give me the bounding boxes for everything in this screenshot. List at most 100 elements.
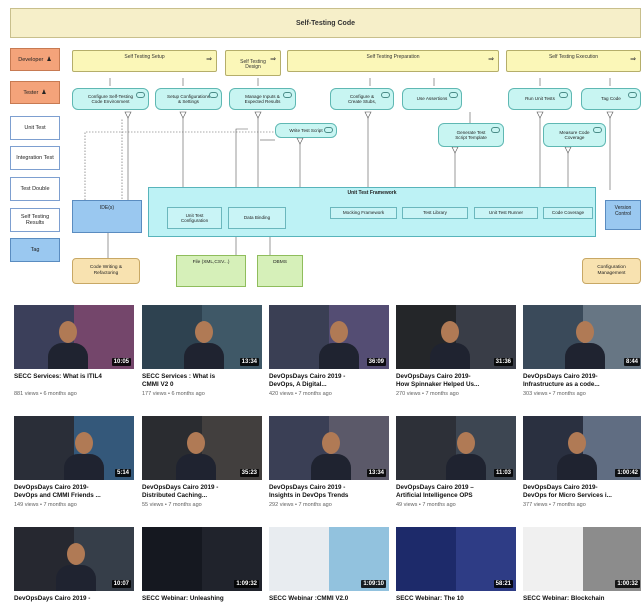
component-mocking-framework: Mocking Framework — [330, 207, 397, 219]
process-run-unit-tests: Run Unit Tests — [508, 88, 572, 110]
process-label: Manage Inputs & Expected Results — [244, 93, 281, 104]
component-unit-test-runner: Unit Test Runner — [474, 207, 538, 219]
arrow-right-icon: ⇒ — [206, 56, 212, 63]
video-duration: 1:00:42 — [615, 469, 640, 477]
process-manage-inputs: Manage Inputs & Expected Results — [229, 88, 296, 110]
video-title[interactable]: SECC Webinar :CMMI V2.0 — [269, 595, 349, 602]
phase-label: Self Testing Preparation — [366, 54, 420, 60]
speaker-head — [195, 321, 213, 343]
ide-block: IDE(s) — [72, 200, 142, 233]
video-thumbnail[interactable]: 13:34 — [142, 305, 262, 369]
speaker-figure — [319, 343, 359, 369]
diagram-title: Self-Testing Code — [10, 8, 641, 38]
video-title[interactable]: DevOpsDays Cairo 2019 – Artificial Intel… — [396, 484, 474, 499]
video-title[interactable]: DevOpsDays Cairo 2019- Infrastructure as… — [523, 373, 600, 388]
speaker-head — [187, 432, 205, 454]
speaker-head — [67, 543, 85, 565]
video-thumbnail[interactable]: 1:09:10 — [269, 527, 389, 591]
process-icon — [628, 92, 637, 98]
video-thumbnail[interactable]: 58:21 — [396, 527, 516, 591]
phase-self-testing-setup: Self Testing Setup⇒ — [72, 50, 217, 72]
video-thumbnail[interactable]: 1:09:32 — [142, 527, 262, 591]
video-meta: 177 views • 6 months ago — [142, 391, 205, 397]
video-meta: 49 views • 7 months ago — [396, 502, 456, 508]
video-thumbnail[interactable]: 10:07 — [14, 527, 134, 591]
video-duration: 1:09:10 — [361, 580, 386, 588]
video-meta: 303 views • 7 months ago — [523, 391, 586, 397]
video-title[interactable]: DevOpsDays Cairo 2019 - — [14, 595, 91, 602]
video-thumbnail[interactable]: 35:23 — [142, 416, 262, 480]
video-thumbnail[interactable]: 1:00:42 — [523, 416, 641, 480]
component-data-binding: Data Binding — [228, 207, 286, 229]
framework-title: Unit Test Framework — [347, 190, 397, 196]
video-thumbnail[interactable]: 11:03 — [396, 416, 516, 480]
legend-unit-test: Unit Test — [10, 116, 60, 140]
file-artifact: File (XML,CSV...) — [176, 255, 246, 287]
video-thumbnail[interactable]: 1:00:32 — [523, 527, 641, 591]
process-icon — [449, 92, 458, 98]
speaker-head — [330, 321, 348, 343]
speaker-head — [576, 321, 594, 343]
configuration-management: Configuration Management — [582, 258, 641, 284]
video-title[interactable]: DevOpsDays Cairo 2019- DevOps and CMMI F… — [14, 484, 101, 499]
video-thumbnail[interactable]: 36:09 — [269, 305, 389, 369]
arrow-right-icon: ⇒ — [630, 56, 636, 63]
speaker-head — [322, 432, 340, 454]
process-icon — [559, 92, 568, 98]
video-thumbnail[interactable]: 8:44 — [523, 305, 641, 369]
speaker-figure — [311, 454, 351, 480]
video-title[interactable]: DevOpsDays Cairo 2019 - Insights in DevO… — [269, 484, 349, 499]
video-duration: 1:09:32 — [234, 580, 259, 588]
phase-self-testing-design: Self Testing Design⇒ — [225, 50, 281, 76]
video-duration: 31:36 — [493, 358, 513, 366]
person-icon: ♟ — [41, 90, 47, 96]
version-control-block: Version Control — [605, 200, 641, 230]
speaker-head — [59, 321, 77, 343]
legend-developer: Developer ♟ — [10, 48, 60, 71]
process-generate-template: Generate Test Script Template — [438, 123, 504, 147]
video-title[interactable]: DevOpsDays Cairo 2019 - DevOps, A Digita… — [269, 373, 346, 388]
video-duration: 13:34 — [239, 358, 259, 366]
video-thumbnail[interactable]: 10:05 — [14, 305, 134, 369]
legend-self-testing-results: Self Testing Results — [10, 208, 60, 232]
arrow-right-icon: ⇒ — [488, 56, 494, 63]
video-title[interactable]: SECC Webinar: The 10 — [396, 595, 464, 602]
process-measure-coverage: Measure Code Coverage — [543, 123, 606, 147]
speaker-head — [568, 432, 586, 454]
video-meta: 881 views • 6 months ago — [14, 391, 77, 397]
process-label: Write Test Script — [289, 127, 323, 133]
component-code-coverage: Code Coverage — [543, 207, 593, 219]
video-title[interactable]: SECC Services : What is CMMI V2 0 — [142, 373, 216, 388]
process-icon — [381, 92, 390, 98]
video-title[interactable]: DevOpsDays Cairo 2019- How Spinnaker Hel… — [396, 373, 480, 388]
process-icon — [593, 127, 602, 133]
video-duration: 13:34 — [366, 469, 386, 477]
speaker-figure — [56, 565, 96, 591]
process-configure-environment: Configure Self-Testing Code Environment — [72, 88, 149, 110]
video-title[interactable]: SECC Webinar: Blockchain — [523, 595, 605, 602]
video-duration: 11:03 — [493, 469, 513, 477]
video-duration: 35:23 — [239, 469, 259, 477]
speaker-figure — [64, 454, 104, 480]
video-thumbnail[interactable]: 13:34 — [269, 416, 389, 480]
video-meta: 377 views • 7 months ago — [523, 502, 586, 508]
video-meta: 292 views • 7 months ago — [269, 502, 332, 508]
video-meta: 420 views • 7 months ago — [269, 391, 332, 397]
speaker-head — [457, 432, 475, 454]
component-unit-test-configuration: Unit Test Configuration — [167, 207, 222, 229]
video-thumbnail[interactable]: 5:14 — [14, 416, 134, 480]
video-title[interactable]: SECC Services: What is ITIL4 — [14, 373, 102, 380]
process-label: Setup Configurations & Settings — [167, 93, 210, 104]
video-title[interactable]: SECC Webinar: Unleashing — [142, 595, 224, 602]
legend-tag: Tag — [10, 238, 60, 262]
speaker-figure — [557, 454, 597, 480]
process-write-test-script: Write Test Script — [275, 123, 337, 138]
phase-label: Self Testing Design — [240, 58, 266, 70]
legend-label: Developer — [18, 56, 44, 63]
video-thumbnail[interactable]: 31:36 — [396, 305, 516, 369]
process-tag-code: Tag Code — [581, 88, 641, 110]
video-title[interactable]: DevOpsDays Cairo 2019- DevOps for Micro … — [523, 484, 612, 499]
phase-self-testing-preparation: Self Testing Preparation ⇒ — [287, 50, 499, 72]
video-meta: 149 views • 7 months ago — [14, 502, 77, 508]
video-title[interactable]: DevOpsDays Cairo 2019 - Distributed Cach… — [142, 484, 219, 499]
